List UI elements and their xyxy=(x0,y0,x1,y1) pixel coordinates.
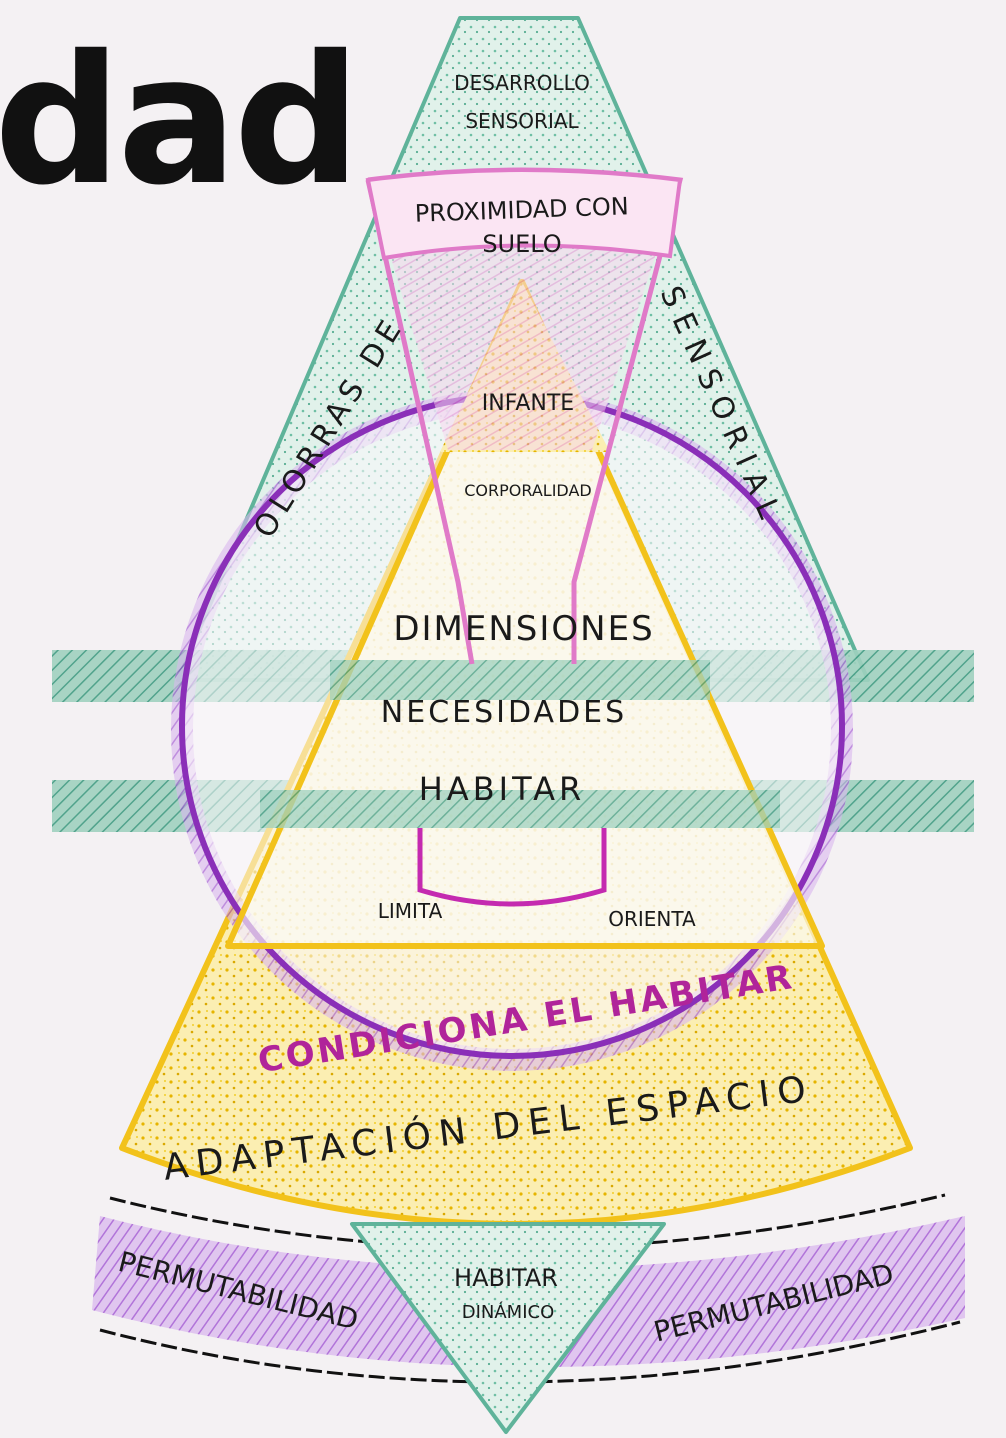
upper-band-inner xyxy=(330,660,710,700)
inner-triangle xyxy=(225,279,825,949)
label-limita: LIMITA xyxy=(378,899,443,923)
limita-orienta-bracket xyxy=(417,828,607,907)
label-habitar-dinamico-line1: HABITAR xyxy=(454,1264,558,1292)
label-desarrollo-line2: SENSORIAL xyxy=(465,109,579,133)
label-desarrollo-line1: DESARROLLO xyxy=(454,71,590,95)
label-infante: INFANTE xyxy=(482,391,574,416)
label-necesidades: NECESIDADES xyxy=(381,695,627,730)
lower-band-inner xyxy=(260,790,780,828)
label-habitar: HABITAR xyxy=(419,770,586,808)
label-proximidad-line2: SUELO xyxy=(482,230,561,258)
label-corporalidad: CORPORALIDAD xyxy=(464,481,591,500)
pink-funnel-cap xyxy=(365,168,683,261)
label-orienta: ORIENTA xyxy=(608,907,696,931)
label-habitar-dinamico-line2: DINÁMICO xyxy=(462,1301,555,1323)
label-dimensiones: DIMENSIONES xyxy=(393,609,654,649)
heading-fragment: dad xyxy=(0,17,357,224)
habitar-dinamico-triangle xyxy=(350,1222,666,1434)
